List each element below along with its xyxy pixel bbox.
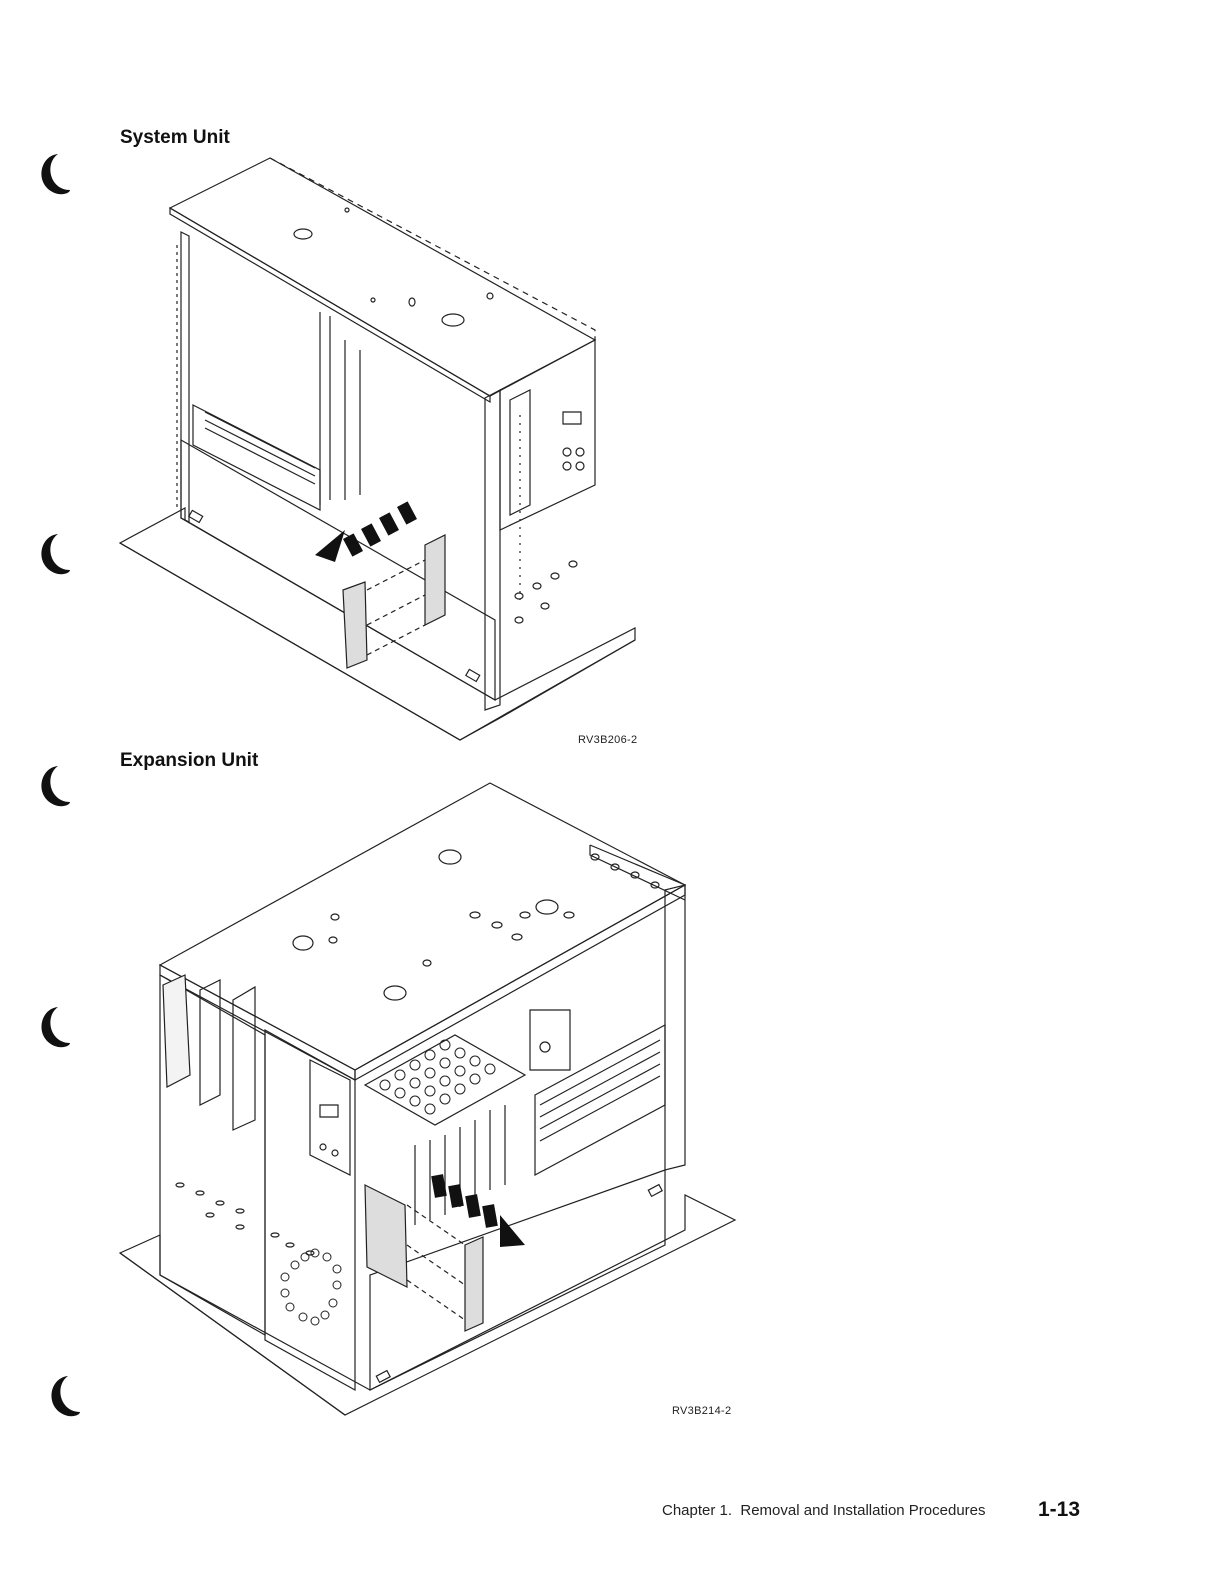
expansion-unit-frame-illustration (115, 775, 755, 1425)
crescent-binder-icon (38, 1372, 82, 1420)
crescent-binder-icon (28, 150, 72, 198)
expansion-unit-figure-id: RV3B214-2 (672, 1405, 731, 1417)
system-unit-figure-id: RV3B206-2 (578, 734, 637, 746)
crescent-binder-icon (28, 530, 72, 578)
system-unit-heading: System Unit (120, 127, 230, 149)
page-number: 1-13 (1038, 1498, 1080, 1522)
crescent-binder-icon (28, 762, 72, 810)
system-unit-frame-illustration (115, 150, 645, 750)
crescent-binder-icon (28, 1003, 72, 1051)
expansion-unit-heading: Expansion Unit (120, 750, 258, 772)
footer-chapter-text: Chapter 1. Removal and Installation Proc… (662, 1502, 986, 1519)
